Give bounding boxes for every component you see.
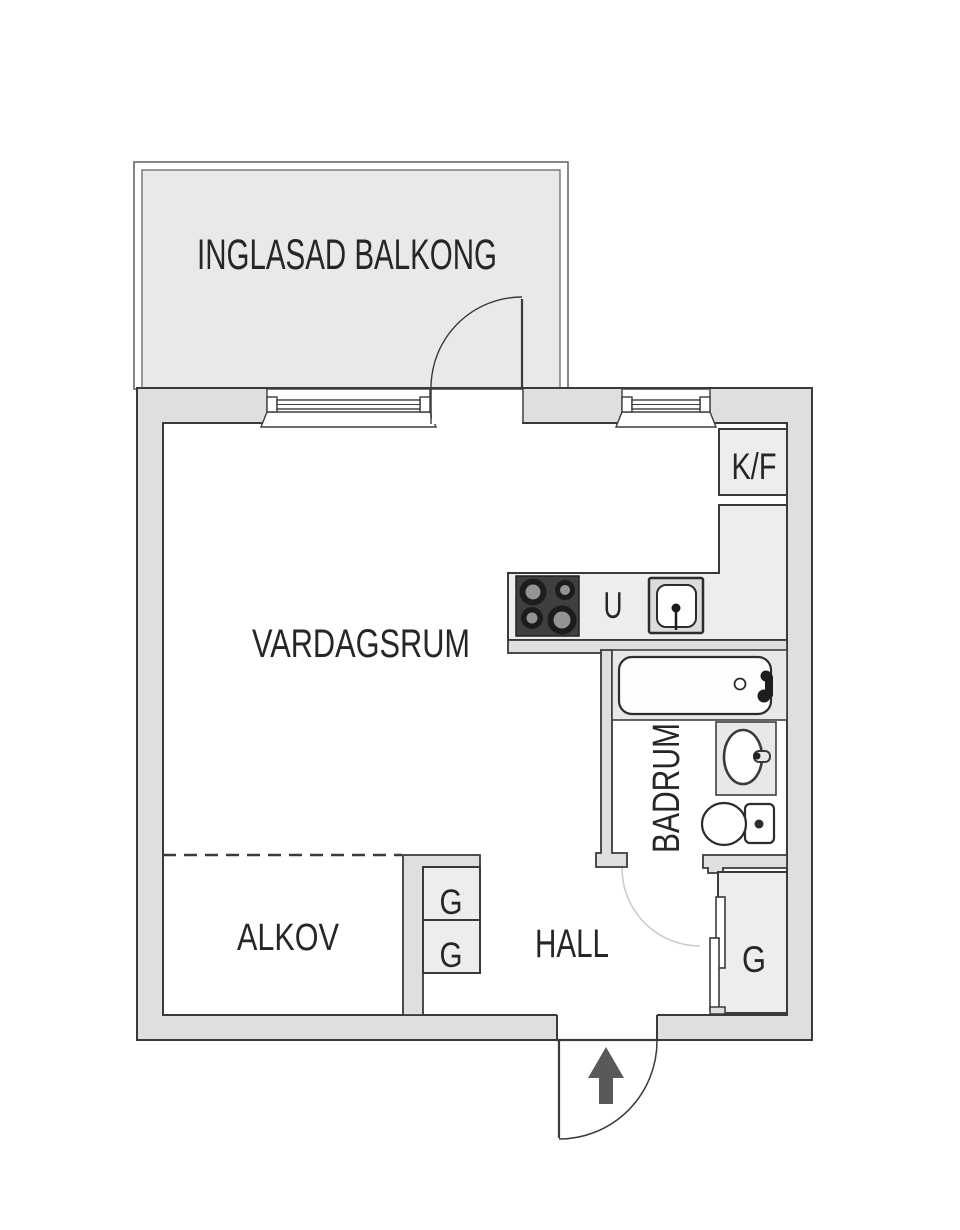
kitchen: K/F U bbox=[507, 428, 788, 654]
toilet bbox=[700, 801, 776, 847]
bathtub-drain bbox=[733, 677, 747, 691]
stove bbox=[515, 575, 580, 637]
window-post bbox=[419, 396, 431, 413]
wardrobe-alcove-top bbox=[422, 866, 481, 921]
hall-label: HALL bbox=[535, 922, 609, 966]
bathroom-label: BADRUM bbox=[646, 723, 688, 853]
toilet-bowl bbox=[700, 801, 748, 847]
entry-door-swing-arc bbox=[558, 1040, 658, 1140]
washbasin bbox=[715, 721, 777, 796]
wardrobe-label: G bbox=[440, 883, 463, 922]
window-post bbox=[266, 396, 278, 413]
washbasin-faucet-dot bbox=[753, 752, 761, 760]
door-opening bbox=[432, 389, 522, 424]
alcove: G G ALKOV bbox=[163, 853, 481, 1016]
sliding-door-track-end bbox=[709, 1006, 726, 1015]
entry-opening bbox=[557, 1014, 657, 1041]
kitchen-sink bbox=[647, 576, 705, 635]
wardrobe-hall-closet bbox=[717, 871, 788, 1014]
entrance-arrow-icon bbox=[588, 1047, 624, 1104]
bathtub-body bbox=[617, 655, 773, 716]
hall: HALL G bbox=[535, 871, 788, 1015]
window-sill bbox=[614, 411, 718, 428]
exterior-walls bbox=[136, 387, 813, 1041]
balcony: INGLASAD BALKONG bbox=[133, 161, 569, 390]
balcony-label: INGLASAD BALKONG bbox=[197, 231, 497, 279]
wardrobe-alcove-bottom bbox=[422, 919, 481, 974]
door-swing-arc bbox=[430, 296, 523, 389]
fridge-freezer-cabinet bbox=[718, 428, 788, 496]
bathroom: BADRUM bbox=[595, 649, 788, 947]
bathtub-faucet-knob bbox=[760, 670, 772, 682]
living-room-window bbox=[259, 388, 438, 428]
kitchen-window bbox=[614, 388, 718, 428]
alcove-label: ALKOV bbox=[237, 917, 340, 959]
window-post bbox=[621, 396, 633, 413]
balcony-door bbox=[430, 296, 524, 424]
oven-unit-label: U bbox=[604, 585, 623, 626]
burner-center bbox=[560, 585, 570, 595]
fridge-freezer-label: K/F bbox=[732, 446, 777, 487]
burner-center bbox=[526, 612, 538, 624]
bathtub-faucet-knob bbox=[757, 689, 771, 703]
burner-center bbox=[525, 584, 541, 600]
toilet-flush-button bbox=[754, 819, 764, 829]
sliding-door-panel bbox=[715, 896, 726, 969]
bathtub bbox=[617, 655, 773, 716]
entry-door bbox=[556, 1014, 658, 1140]
sliding-door-panel bbox=[709, 937, 720, 1011]
wardrobe-label: G bbox=[742, 939, 766, 980]
balcony-floor bbox=[141, 169, 561, 390]
window-post bbox=[699, 396, 711, 413]
burner-center bbox=[553, 611, 571, 629]
wardrobe-label: G bbox=[440, 936, 463, 975]
window-sill bbox=[259, 411, 438, 428]
living-room-label: VARDAGSRUM bbox=[252, 622, 470, 666]
bathroom-door-swing-arc bbox=[621, 867, 701, 947]
